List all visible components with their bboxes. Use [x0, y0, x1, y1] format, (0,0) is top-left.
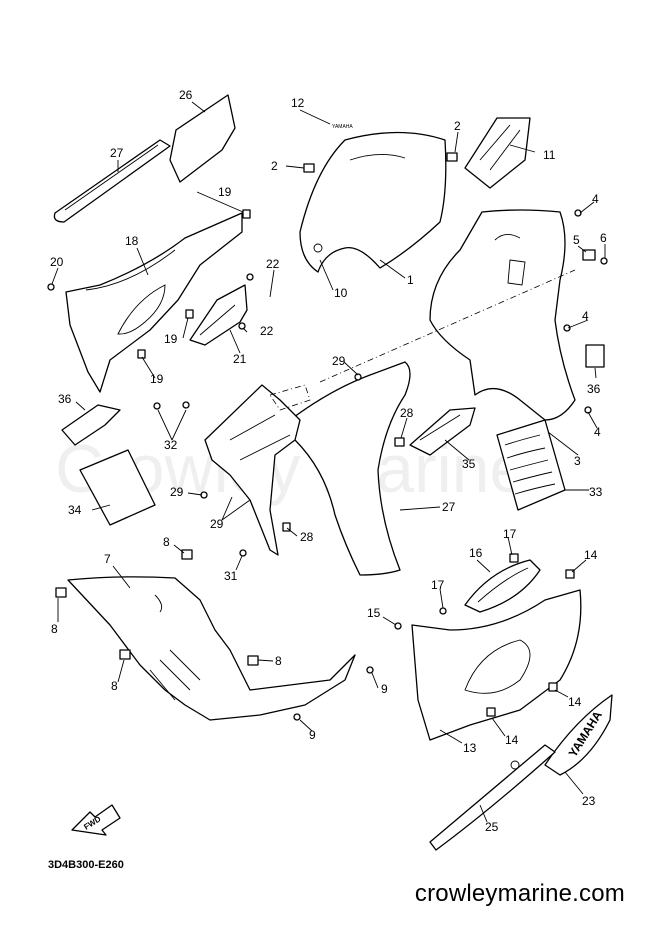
- callout-label: 5: [573, 233, 580, 247]
- callout-label: 17: [503, 527, 517, 541]
- callout-label: 29: [210, 517, 224, 531]
- callout-label: 34: [68, 503, 82, 517]
- callout-label: 35: [462, 457, 476, 471]
- callout-label: 2: [454, 119, 461, 133]
- callout-label: 14: [584, 548, 598, 562]
- callout-label: 27: [110, 146, 124, 160]
- callout-label: 8: [111, 679, 118, 693]
- part-13-lower-cover[interactable]: [411, 589, 582, 741]
- callout-label: 11: [543, 148, 556, 162]
- part-35-piece[interactable]: [61, 404, 121, 446]
- callout-label: 36: [587, 382, 601, 396]
- callout-label: 19: [218, 185, 232, 199]
- part-26-strip[interactable]: [53, 139, 171, 223]
- callout-label: 17: [431, 578, 445, 592]
- part-24-screen[interactable]: [169, 94, 236, 183]
- callout-label: 9: [309, 728, 316, 742]
- website-link[interactable]: crowleymarine.com: [414, 880, 625, 907]
- callout-label: 32: [164, 438, 178, 452]
- callout-label: 22: [260, 324, 274, 338]
- part-1-windshield[interactable]: [299, 131, 447, 273]
- callout-label: 20: [50, 255, 64, 269]
- callout-label: 14: [568, 695, 582, 709]
- part-21-panel[interactable]: [189, 284, 248, 346]
- part-31-bracket[interactable]: [204, 384, 311, 556]
- callout-labels: 26 27 12 2 2 11 19 18 20 22 22 19 21 19 …: [50, 88, 607, 834]
- part-11-decal[interactable]: [464, 117, 531, 189]
- callout-label: 28: [400, 406, 414, 420]
- callout-label: 19: [164, 332, 178, 346]
- callout-label: 2: [271, 159, 278, 173]
- callout-label: 12: [291, 96, 305, 110]
- callout-label: 25: [485, 820, 499, 834]
- callout-label: 31: [224, 569, 238, 583]
- callout-label: 33: [589, 485, 603, 499]
- windshield-logo: YAMAHA: [332, 124, 353, 130]
- part-16-trim[interactable]: [464, 559, 541, 613]
- callout-label: 7: [104, 552, 111, 566]
- callout-label: 15: [367, 606, 381, 620]
- callout-label: 3: [574, 454, 581, 468]
- callout-label: 8: [275, 654, 282, 668]
- callout-label: 8: [51, 622, 58, 636]
- callout-label: 4: [594, 425, 601, 439]
- callout-label: 13: [463, 741, 477, 755]
- callout-label: 1: [407, 273, 414, 287]
- part-7-lower-cover[interactable]: [67, 576, 356, 721]
- leader-lines: [51, 101, 606, 823]
- callout-label: 23: [582, 794, 596, 808]
- part-27-leg-shield[interactable]: [289, 361, 411, 576]
- part-34-panel[interactable]: [409, 407, 476, 456]
- part-25-strip[interactable]: [429, 744, 556, 851]
- callout-label: 27: [442, 500, 456, 514]
- forward-arrow-icon: FWD: [71, 804, 121, 836]
- callout-label: 22: [266, 257, 280, 271]
- callout-label: 29: [332, 354, 346, 368]
- callout-label: 16: [469, 546, 483, 560]
- callout-label: 8: [163, 535, 170, 549]
- callout-label: 21: [233, 352, 247, 366]
- part-18-left-cowl[interactable]: [65, 212, 243, 393]
- callout-label: 19: [150, 372, 164, 386]
- callout-label: 14: [505, 733, 519, 747]
- callout-label: 28: [300, 530, 314, 544]
- callout-label: 26: [179, 88, 193, 102]
- diagram-code: 3D4B300-E260: [48, 859, 124, 871]
- callout-label: 36: [58, 392, 72, 406]
- callout-label: 18: [125, 234, 139, 248]
- fasteners: [47, 152, 608, 721]
- callout-label: 4: [592, 192, 599, 206]
- part-36-sticker[interactable]: [585, 344, 605, 368]
- callout-label: 9: [381, 682, 388, 696]
- callout-label: 29: [170, 485, 184, 499]
- part-3-front-fairing[interactable]: [429, 209, 576, 421]
- callout-label: 10: [334, 286, 348, 300]
- callout-label: 6: [600, 231, 607, 245]
- part-33-panel[interactable]: [79, 449, 156, 526]
- callout-label: 4: [582, 309, 589, 323]
